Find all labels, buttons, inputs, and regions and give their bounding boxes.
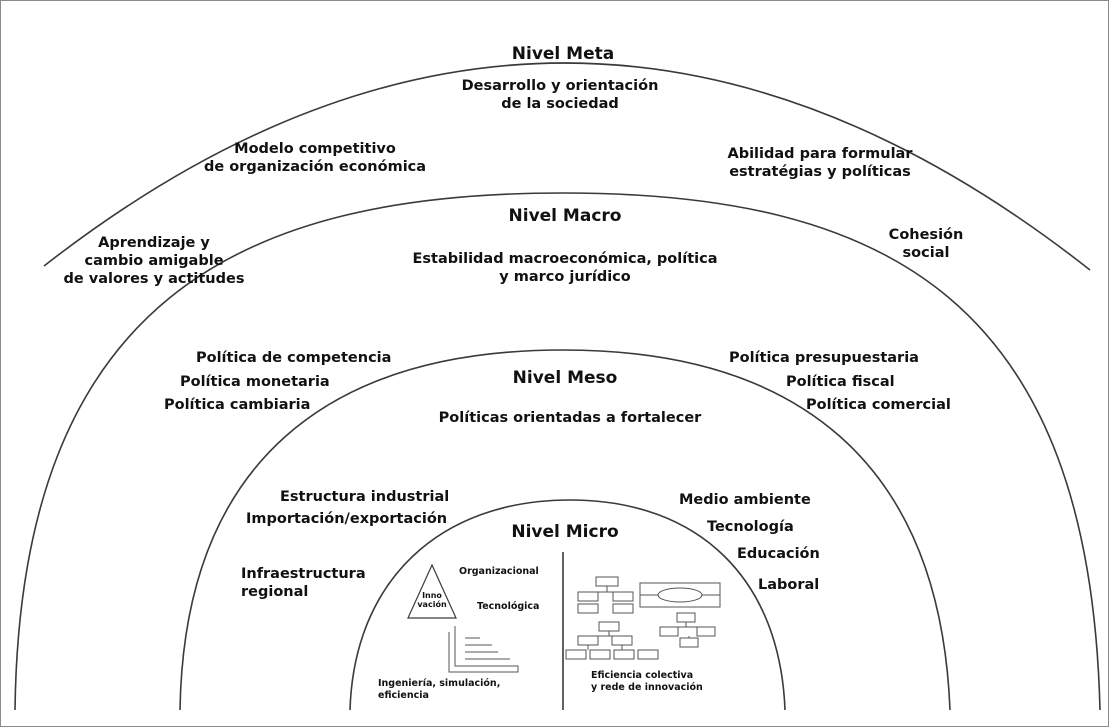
micro-right-bottom-text: Eficiencia colectiva y rede de innovació…: [591, 670, 703, 693]
meso-right-3: Educación: [737, 546, 820, 562]
macro-center-text: Estabilidad macroeconómica, política y m…: [412, 251, 718, 286]
macro-right-2: Política fiscal: [786, 374, 895, 390]
meta-far-left-text: Aprendizaje y cambio amigable de valores…: [63, 235, 245, 288]
meso-left-2: Importación/exportación: [246, 511, 448, 527]
collective-efficiency-network-icon: [565, 576, 721, 660]
micro-technological-label: Tecnológica: [477, 601, 540, 612]
innovation-triangle-label: Inno vación: [417, 591, 447, 609]
macro-left-1: Política de competencia: [196, 350, 392, 366]
meso-level-arc: [179, 349, 951, 711]
meta-center-text: Desarrollo y orientación de la sociedad: [461, 78, 659, 113]
meta-right-text: Abilidad para formular estratégias y pol…: [727, 146, 913, 181]
meso-center-text: Políticas orientadas a fortalecer: [438, 410, 702, 426]
meso-left-3: Infraestructura regional: [241, 566, 366, 601]
micro-level-arc: [349, 499, 786, 711]
micro-left-bottom-text: Ingeniería, simulación, eficiencia: [378, 678, 501, 701]
meta-left-text: Modelo competitivo de organización econó…: [203, 141, 427, 176]
macro-right-3: Política comercial: [806, 397, 951, 413]
meso-right-1: Medio ambiente: [679, 492, 811, 508]
macro-level-arc: [14, 192, 1101, 711]
innovation-triangle: [407, 563, 457, 619]
meso-right-2: Tecnología: [707, 519, 794, 535]
macro-left-3: Política cambiaria: [164, 397, 311, 413]
meso-left-1: Estructura industrial: [280, 489, 450, 505]
micro-organizational-label: Organizacional: [459, 566, 539, 577]
macro-left-2: Política monetaria: [180, 374, 330, 390]
meta-level-title: Nivel Meta: [511, 44, 615, 64]
macro-right-1: Política presupuestaria: [729, 350, 919, 366]
micro-level-title: Nivel Micro: [511, 522, 619, 542]
meta-far-right-text: Cohesión social: [888, 227, 964, 262]
engineering-document-icon: [448, 626, 519, 673]
meso-level-title: Nivel Meso: [512, 368, 618, 388]
meso-right-4: Laboral: [758, 577, 820, 593]
macro-level-title: Nivel Macro: [508, 206, 622, 226]
meta-level-arc: [43, 62, 1091, 271]
